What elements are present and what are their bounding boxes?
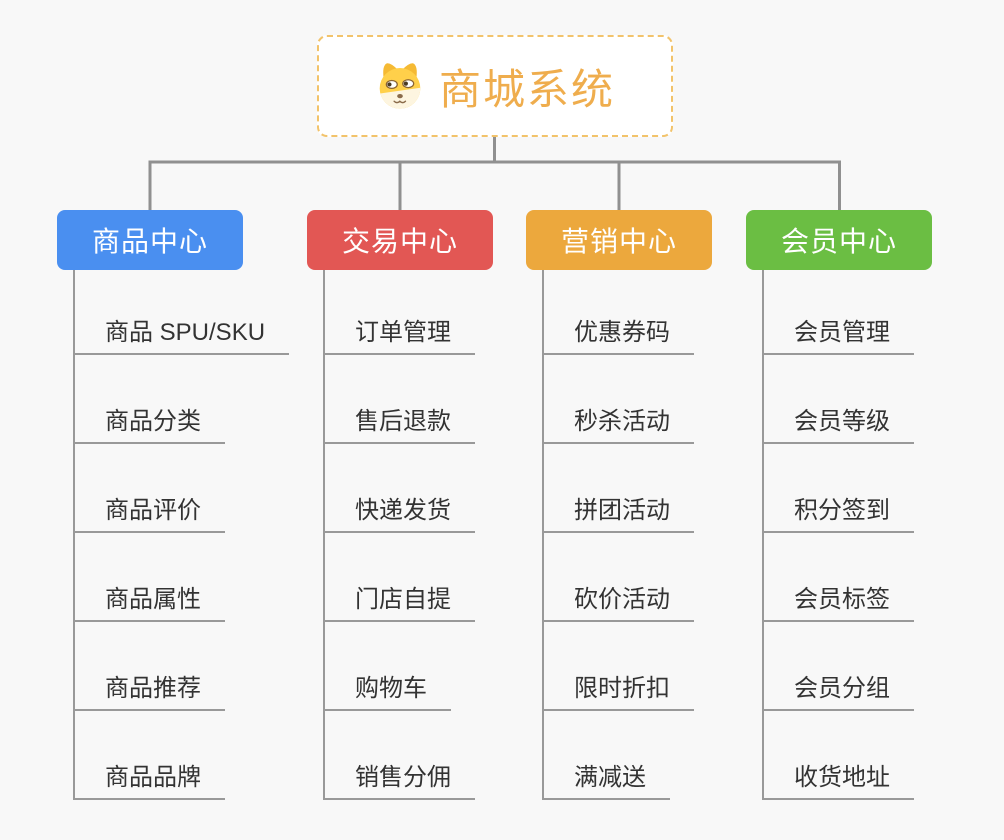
mindmap-node[interactable]: 商品分类	[75, 355, 225, 444]
mindmap-node[interactable]: 售后退款	[325, 355, 475, 444]
mindmap-node[interactable]: 砍价活动	[544, 533, 694, 622]
mindmap-node[interactable]: 商品 SPU/SKU	[75, 270, 290, 355]
branch-header-label: 会员中心	[780, 226, 897, 257]
mindmap-node[interactable]: 销售分佣	[325, 711, 475, 800]
mindmap-node[interactable]: 会员管理	[764, 270, 914, 355]
mindmap-node[interactable]: 商品品牌	[75, 711, 225, 800]
mindmap-node[interactable]: 商品属性	[75, 533, 225, 622]
dog-face-icon	[375, 61, 425, 111]
branch-item-list: 订单管理售后退款快递发货门店自提购物车销售分佣	[323, 270, 475, 800]
mindmap-node[interactable]: 拼团活动	[544, 444, 694, 533]
branch: 营销中心 优惠券码秒杀活动拼团活动砍价活动限时折扣满减送	[526, 210, 712, 800]
branch-header[interactable]: 营销中心	[526, 210, 712, 270]
mindmap-node[interactable]: 快递发货	[325, 444, 475, 533]
mindmap-node[interactable]: 秒杀活动	[544, 355, 694, 444]
mindmap-node[interactable]: 商品评价	[75, 444, 225, 533]
branch-header-label: 营销中心	[560, 226, 677, 257]
mindmap-node[interactable]: 商品推荐	[75, 622, 225, 711]
mindmap-node[interactable]: 会员分组	[764, 622, 914, 711]
mindmap-node[interactable]: 满减送	[544, 711, 670, 800]
branch: 会员中心 会员管理会员等级积分签到会员标签会员分组收货地址	[746, 210, 932, 800]
mindmap-node[interactable]: 积分签到	[764, 444, 914, 533]
mindmap-node[interactable]: 会员等级	[764, 355, 914, 444]
mindmap-node[interactable]: 门店自提	[325, 533, 475, 622]
root-node[interactable]: 商城系统	[317, 35, 673, 137]
branch-item-list: 优惠券码秒杀活动拼团活动砍价活动限时折扣满减送	[542, 270, 694, 800]
mindmap-node[interactable]: 订单管理	[325, 270, 475, 355]
branch: 交易中心 订单管理售后退款快递发货门店自提购物车销售分佣	[307, 210, 493, 800]
mindmap-node[interactable]: 限时折扣	[544, 622, 694, 711]
mindmap-node[interactable]: 收货地址	[764, 711, 914, 800]
branch-header[interactable]: 交易中心	[307, 210, 493, 270]
root-label: 商城系统	[438, 65, 615, 113]
branch-header-label: 交易中心	[341, 226, 458, 257]
mindmap-node[interactable]: 会员标签	[764, 533, 914, 622]
mindmap-node[interactable]: 购物车	[325, 622, 451, 711]
branch-header[interactable]: 商品中心	[57, 210, 243, 270]
mindmap-node[interactable]: 优惠券码	[544, 270, 694, 355]
branch-item-list: 会员管理会员等级积分签到会员标签会员分组收货地址	[762, 270, 914, 800]
branch-header-label: 商品中心	[91, 226, 208, 257]
branch-header[interactable]: 会员中心	[746, 210, 932, 270]
